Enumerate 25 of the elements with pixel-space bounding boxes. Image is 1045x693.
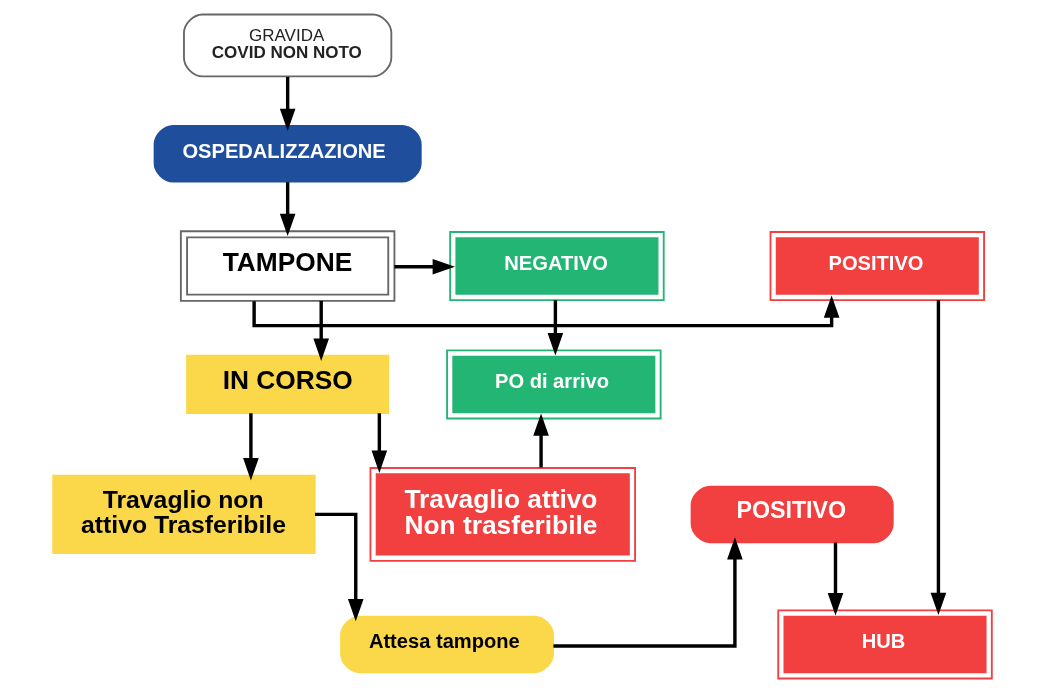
arrow xyxy=(394,259,455,275)
node-box: POSITIVO xyxy=(690,485,894,544)
arrow xyxy=(553,537,743,648)
arrow xyxy=(827,542,844,616)
node-box: OSPEDALIZZAZIONE xyxy=(153,125,422,183)
arrow xyxy=(252,295,840,328)
arrow xyxy=(313,300,329,361)
node-box: Travaglio attivo Non trasferibile xyxy=(369,467,636,562)
node-box: HUB xyxy=(777,609,993,680)
node-box: NEGATIVO xyxy=(449,231,665,301)
arrow xyxy=(547,300,564,356)
node-box: POSITIVO xyxy=(769,231,985,301)
node-box: PO di arrivo xyxy=(446,349,662,420)
node-box: TAMPONE xyxy=(179,230,396,302)
arrow xyxy=(243,413,259,481)
arrow xyxy=(371,413,388,473)
arrow xyxy=(533,413,549,468)
arrow xyxy=(315,512,364,622)
arrow xyxy=(279,76,296,131)
node-box: Travaglio non attivo Trasferibile xyxy=(52,474,316,555)
arrow xyxy=(930,300,947,616)
node-box: IN CORSO xyxy=(186,354,390,414)
node-box: Attesa tampone xyxy=(340,615,554,674)
arrow xyxy=(279,182,296,237)
node-box: GRAVIDA COVID NON NOTO xyxy=(183,13,393,78)
